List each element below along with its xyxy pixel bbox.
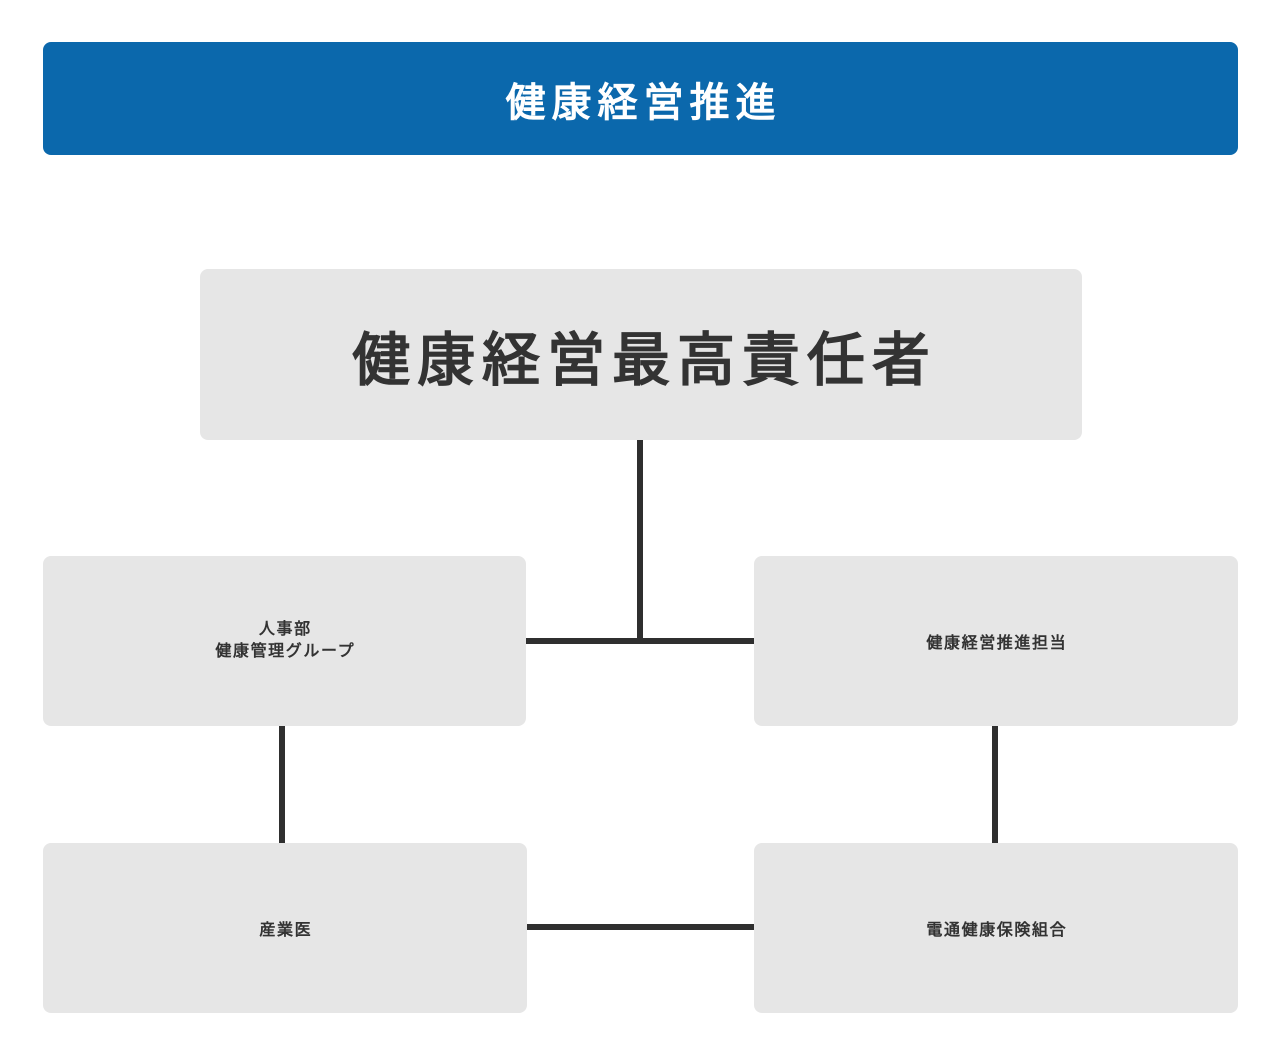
connector-hr-to-physician — [279, 726, 285, 843]
header-banner: 健康経営推進 — [43, 42, 1238, 155]
org-node-chief-health-officer: 健康経営最高責任者 — [200, 269, 1082, 440]
connector-promotion-to-insurance — [992, 726, 998, 843]
org-node-label-line2: 健康管理グループ — [215, 643, 356, 660]
org-node-health-promotion-staff: 健康経営推進担当 — [754, 556, 1238, 726]
org-node-label: 産業医 — [259, 922, 313, 939]
page-title: 健康経営推進 — [505, 80, 782, 125]
org-node-hr-health-management-group: 人事部 健康管理グループ — [43, 556, 526, 726]
connector-chief-vertical — [637, 440, 643, 644]
connector-middle-horizontal — [526, 638, 754, 644]
org-node-label: 健康経営推進担当 — [926, 635, 1068, 652]
org-node-label: 電通健康保険組合 — [926, 922, 1068, 939]
connector-bottom-horizontal — [527, 924, 754, 930]
org-node-label-line1: 人事部 — [258, 621, 312, 639]
org-node-label: 健康経営最高責任者 — [352, 327, 937, 393]
org-node-health-insurance-association: 電通健康保険組合 — [754, 843, 1238, 1013]
org-node-industrial-physician: 産業医 — [43, 843, 527, 1013]
